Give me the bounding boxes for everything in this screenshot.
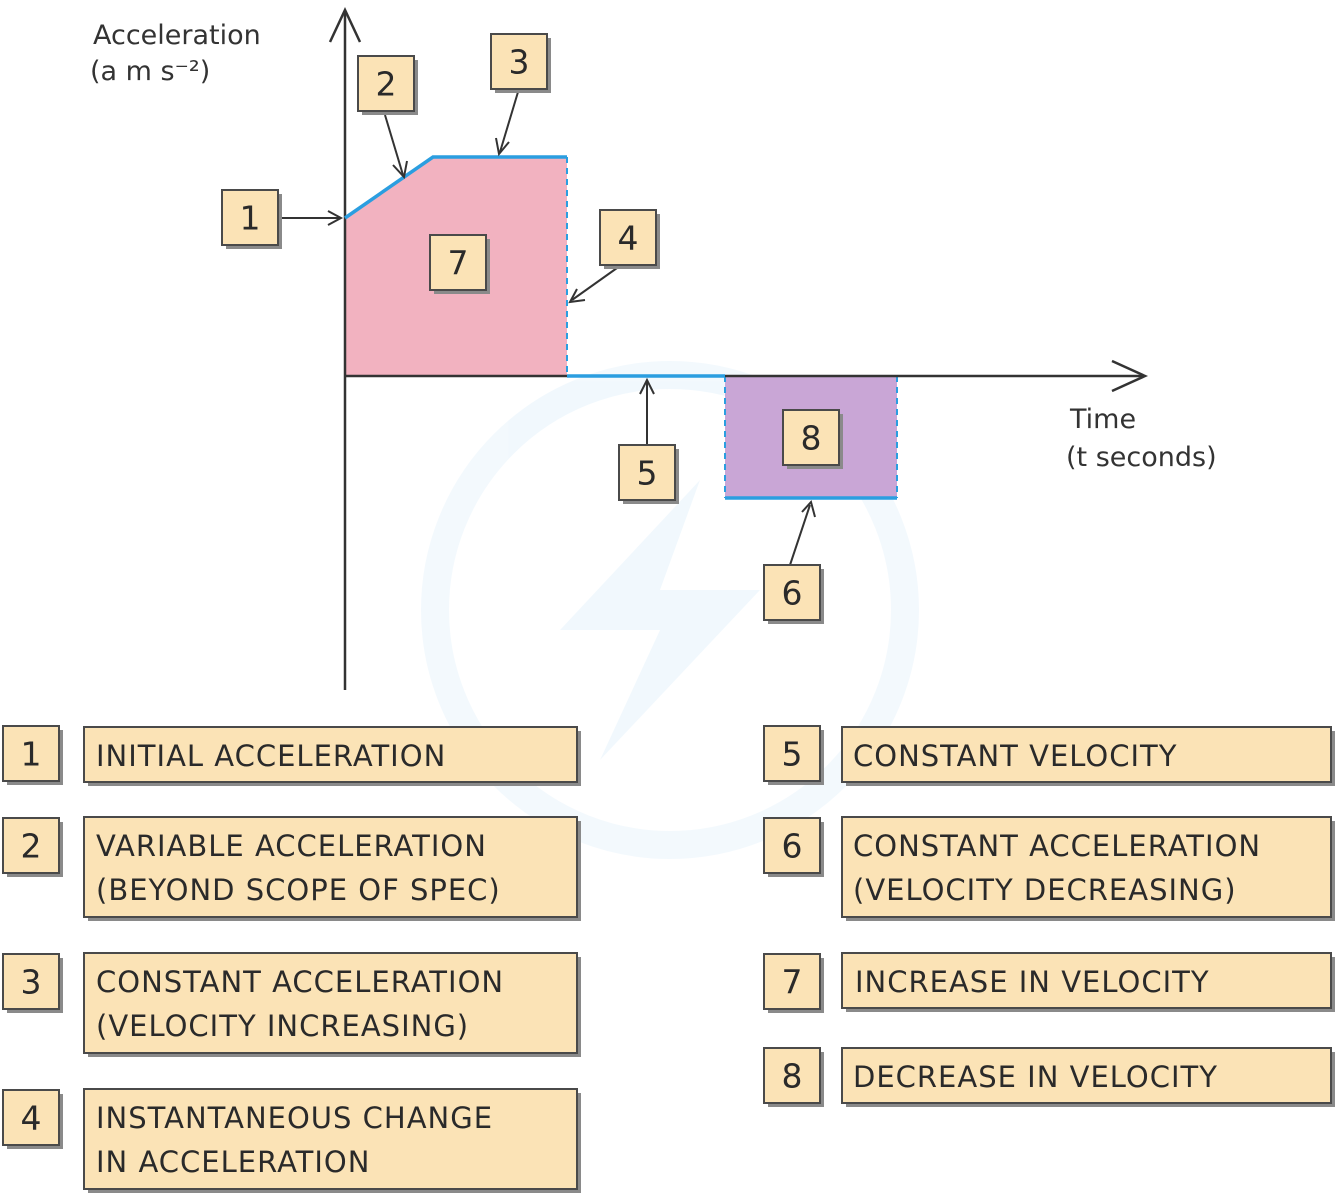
svg-text:INSTANTANEOUS CHANGE: INSTANTANEOUS CHANGE — [96, 1101, 493, 1135]
key-item-3: 3 CONSTANT ACCELERATION (VELOCITY INCREA… — [2, 952, 581, 1057]
marker-6: 6 — [763, 564, 824, 624]
svg-text:4: 4 — [618, 219, 639, 258]
svg-text:INITIAL ACCELERATION: INITIAL ACCELERATION — [96, 739, 446, 773]
y-axis-unit: (a m s⁻²) — [90, 56, 210, 87]
y-axis-label: Acceleration — [93, 20, 261, 51]
x-axis-unit: (t seconds) — [1066, 442, 1217, 473]
x-axis-label: Time — [1069, 404, 1136, 435]
svg-text:IN ACCELERATION: IN ACCELERATION — [96, 1145, 370, 1179]
svg-text:INCREASE IN VELOCITY: INCREASE IN VELOCITY — [855, 965, 1210, 999]
svg-text:CONSTANT ACCELERATION: CONSTANT ACCELERATION — [853, 829, 1261, 863]
svg-text:4: 4 — [21, 1099, 42, 1138]
key-item-6: 6 CONSTANT ACCELERATION (VELOCITY DECREA… — [763, 816, 1335, 921]
marker-2: 2 — [357, 55, 418, 115]
svg-text:3: 3 — [21, 963, 42, 1002]
key-item-8: 8 DECREASE IN VELOCITY — [763, 1047, 1335, 1107]
marker-7: 7 — [429, 234, 490, 294]
marker-1: 1 — [221, 189, 282, 249]
svg-text:8: 8 — [782, 1057, 803, 1096]
svg-text:CONSTANT VELOCITY: CONSTANT VELOCITY — [853, 739, 1177, 773]
svg-text:6: 6 — [782, 574, 803, 613]
marker-5: 5 — [618, 444, 679, 504]
svg-text:7: 7 — [782, 963, 803, 1002]
svg-text:DECREASE IN VELOCITY: DECREASE IN VELOCITY — [853, 1060, 1218, 1094]
acceleration-line-rising — [344, 155, 567, 220]
key-item-4: 4 INSTANTANEOUS CHANGE IN ACCELERATION — [2, 1088, 581, 1193]
svg-text:1: 1 — [21, 735, 42, 774]
svg-text:(VELOCITY INCREASING): (VELOCITY INCREASING) — [96, 1009, 469, 1043]
svg-text:(VELOCITY DECREASING): (VELOCITY DECREASING) — [853, 873, 1237, 907]
marker-4: 4 — [599, 209, 660, 269]
key-item-5: 5 CONSTANT VELOCITY — [763, 725, 1335, 786]
y-axis-arrowhead — [328, 7, 362, 43]
marker-3: 3 — [490, 33, 551, 93]
svg-text:1: 1 — [240, 199, 261, 238]
svg-text:6: 6 — [782, 827, 803, 866]
marker-8: 8 — [782, 409, 843, 469]
svg-text:3: 3 — [509, 43, 530, 82]
svg-text:CONSTANT ACCELERATION: CONSTANT ACCELERATION — [96, 965, 504, 999]
svg-text:(BEYOND SCOPE OF SPEC): (BEYOND SCOPE OF SPEC) — [96, 873, 501, 907]
key-item-1: 1 INITIAL ACCELERATION — [2, 725, 581, 786]
svg-text:5: 5 — [637, 454, 658, 493]
svg-text:8: 8 — [801, 419, 822, 458]
pointer-arrows — [280, 91, 816, 566]
svg-text:2: 2 — [376, 65, 397, 104]
svg-text:VARIABLE ACCELERATION: VARIABLE ACCELERATION — [96, 829, 487, 863]
key-item-2: 2 VARIABLE ACCELERATION (BEYOND SCOPE OF… — [2, 816, 581, 921]
key-item-7: 7 INCREASE IN VELOCITY — [763, 952, 1335, 1013]
svg-text:5: 5 — [782, 735, 803, 774]
x-axis-arrowhead — [1111, 359, 1149, 393]
svg-text:2: 2 — [21, 827, 42, 866]
svg-text:7: 7 — [448, 244, 469, 283]
